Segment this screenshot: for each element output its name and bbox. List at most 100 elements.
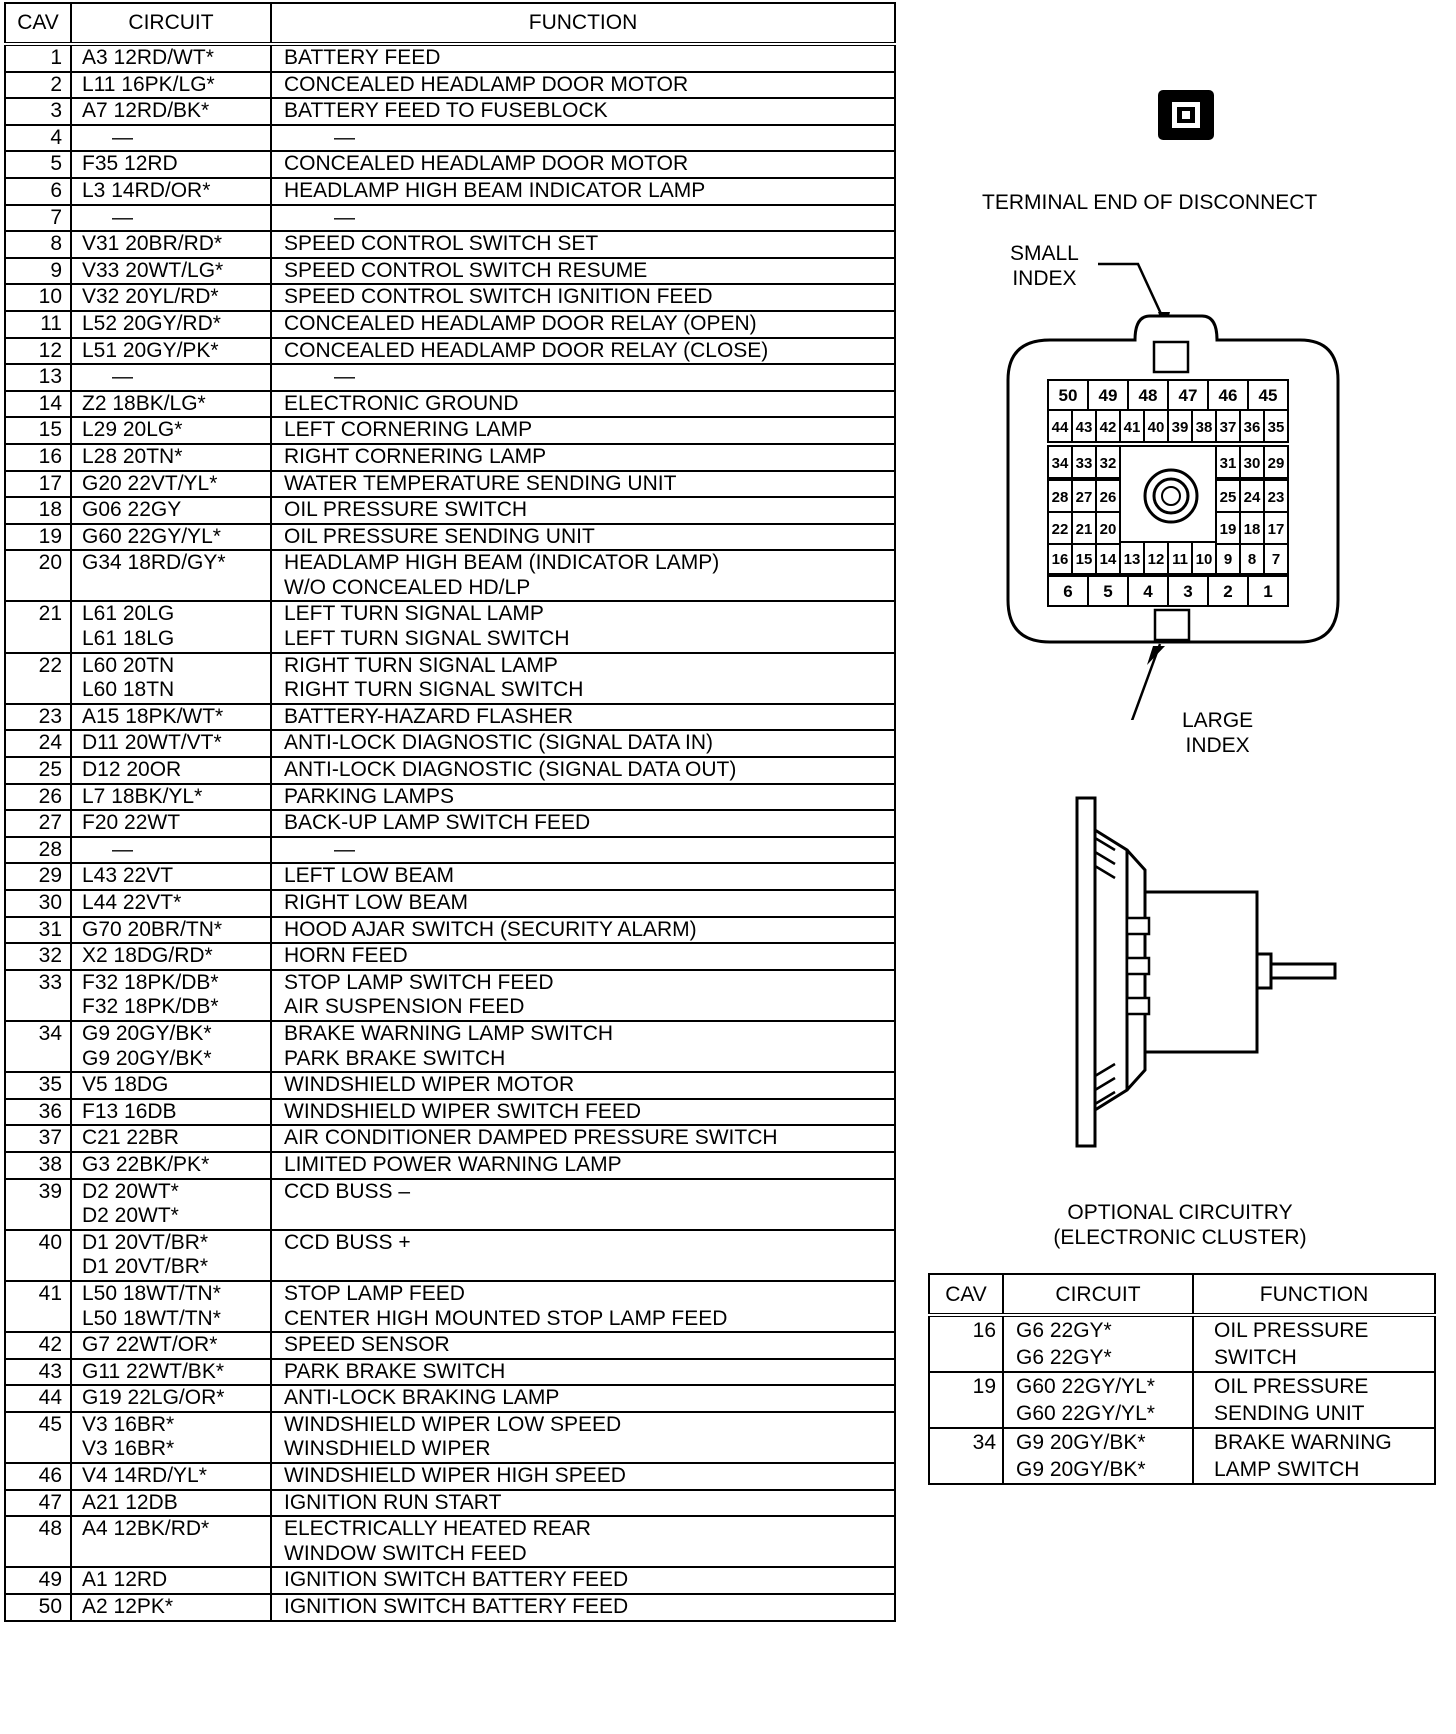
cell-line: G3 22BK/PK*: [82, 1152, 210, 1176]
cell-line: G19 22LG/OR*: [82, 1386, 225, 1410]
cell-line: V31 20BR/RD*: [82, 232, 223, 256]
cell-line: HOOD AJAR SWITCH (SECURITY ALARM): [284, 917, 697, 941]
cell-line: WATER TEMPERATURE SENDING UNIT: [284, 471, 677, 495]
cell-line: L3 14RD/OR*: [82, 178, 211, 202]
cavity-number: 6: [1063, 582, 1072, 601]
cavity-cell: [1143, 409, 1169, 443]
cavity-cell: [1095, 409, 1121, 443]
cavity-number: 3: [1183, 582, 1192, 601]
circuit-cell: G19 22LG/OR*: [70, 1384, 272, 1413]
cavity-number: 33: [1076, 455, 1093, 472]
cell-line: BRAKE WARNING LAMP SWITCH: [284, 1021, 614, 1045]
cavity-cell: [1119, 409, 1145, 443]
cav-cell: 36: [4, 1097, 72, 1127]
function-cell: BACK-UP LAMP SWITCH FEED: [270, 809, 896, 838]
cav-cell: 15: [4, 416, 72, 445]
cell-line: LAMP SWITCH: [1214, 1458, 1360, 1481]
cell-line: BRAKE WARNING: [1214, 1431, 1392, 1454]
opt-cav-cell: 19: [928, 1371, 1004, 1429]
cell-line: LEFT TURN SIGNAL SWITCH: [284, 627, 570, 651]
circuit-cell: V31 20BR/RD*: [70, 230, 272, 259]
cavity-number: 21: [1076, 521, 1093, 538]
cav-cell: 38: [4, 1150, 72, 1180]
cavity-cell: [1119, 541, 1145, 575]
cell-line: F13 16DB: [82, 1099, 177, 1123]
cavity-number: 19: [1220, 521, 1237, 538]
circuit-cell: F35 12RD: [70, 150, 272, 179]
cell-line: RIGHT TURN SIGNAL LAMP: [284, 653, 558, 677]
cell-line: WINDSHIELD WIPER LOW SPEED: [284, 1412, 622, 1436]
cell-line: SPEED SENSOR: [284, 1333, 450, 1357]
cell-line: G6 22GY*: [1016, 1346, 1112, 1369]
circuit-cell: G70 20BR/TN*: [70, 915, 272, 945]
cell-line: G9 20GY/BK*: [1016, 1458, 1146, 1481]
cavity-number: 7: [1272, 551, 1280, 568]
small-index-label: SMALL INDEX: [1010, 242, 1079, 290]
cavity-number: 23: [1268, 489, 1285, 506]
cav-cell: 18: [4, 496, 72, 525]
circuit-cell: —: [70, 123, 272, 153]
function-cell: HOOD AJAR SWITCH (SECURITY ALARM): [270, 915, 896, 945]
cavity-cell: [1071, 409, 1097, 443]
table-row: 28——: [4, 835, 896, 865]
cell-line: Z2 18BK/LG*: [82, 391, 206, 415]
cav-cell: 16: [4, 442, 72, 472]
cavity-number: 26: [1100, 489, 1117, 506]
cell-line: G6 22GY*: [1016, 1319, 1112, 1342]
circuit-cell: X2 18DG/RD*: [70, 942, 272, 971]
circuit-cell: L43 22VT: [70, 862, 272, 891]
circuit-cell: L3 14RD/OR*: [70, 176, 272, 206]
cavity-number: 48: [1139, 386, 1158, 405]
opt-circuit-cell: G6 22GY* G6 22GY*: [1002, 1314, 1194, 1373]
cell-line: WINSDHIELD WIPER: [284, 1437, 491, 1461]
opt-cav-cell: 34: [928, 1427, 1004, 1485]
cav-cell: 19: [4, 522, 72, 552]
circuit-cell: C21 22BR: [70, 1124, 272, 1153]
circuit-cell: L44 22VT*: [70, 889, 272, 918]
cell-line: SPEED CONTROL SWITCH RESUME: [284, 258, 648, 282]
circuit-cell: V3 16BR*V3 16BR*: [70, 1410, 272, 1465]
cav-cell: 14: [4, 389, 72, 419]
function-cell: ANTI-LOCK BRAKING LAMP: [270, 1384, 896, 1413]
opt-circuit-header: CIRCUIT: [1002, 1273, 1194, 1317]
cell-line: BATTERY-HAZARD FLASHER: [284, 704, 574, 728]
cavity-cell: [1207, 575, 1249, 607]
cavity-number: 41: [1124, 419, 1141, 436]
cell-line: G20 22VT/YL*: [82, 471, 218, 495]
circuit-cell: G06 22GY: [70, 496, 272, 525]
cav-cell: 39: [4, 1177, 72, 1231]
cell-line: OIL PRESSURE: [1214, 1319, 1369, 1342]
cell-line: SENDING UNIT: [1214, 1402, 1365, 1425]
circuit-header: CIRCUIT: [70, 2, 272, 46]
function-cell: AIR CONDITIONER DAMPED PRESSURE SWITCH: [270, 1124, 896, 1153]
function-cell: —: [270, 363, 896, 392]
opt-cav-header: CAV: [928, 1273, 1004, 1317]
circuit-cell: G3 22BK/PK*: [70, 1150, 272, 1180]
cell-line: CENTER HIGH MOUNTED STOP LAMP FEED: [284, 1306, 728, 1330]
circuit-cell: —: [70, 203, 272, 233]
circuit-cell: V5 18DG: [70, 1071, 272, 1100]
cavity-number: 36: [1244, 419, 1261, 436]
cell-line: PARKING LAMPS: [284, 784, 454, 808]
circuit-cell: G60 22GY/YL*: [70, 522, 272, 552]
function-header: FUNCTION: [270, 2, 896, 46]
cav-cell: 34: [4, 1019, 72, 1074]
cell-line: —: [334, 365, 355, 389]
